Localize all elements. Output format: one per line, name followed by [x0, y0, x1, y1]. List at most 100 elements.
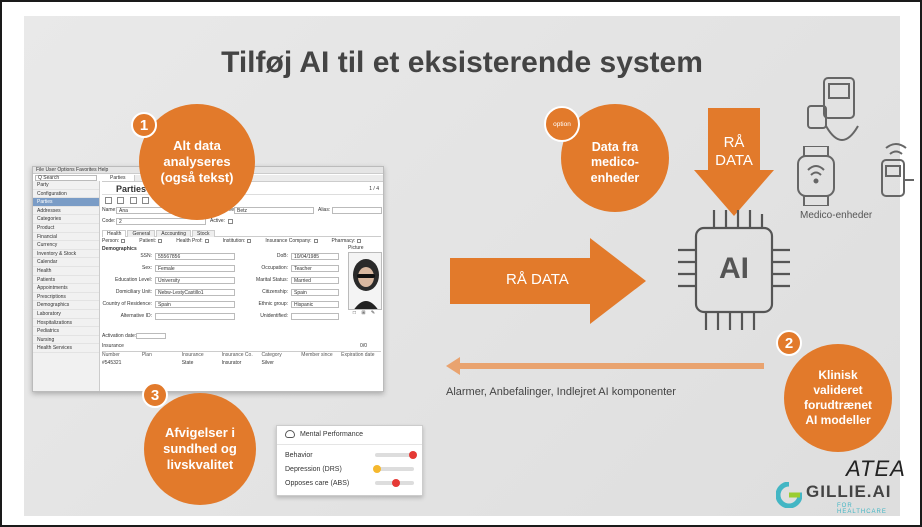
- code-label: Code:: [102, 218, 116, 224]
- sidebar-item[interactable]: Health: [33, 267, 99, 276]
- party-type-checkbox[interactable]: [357, 238, 362, 243]
- badge-1: 1: [131, 112, 157, 138]
- demographics-field[interactable]: Female: [155, 265, 235, 272]
- badge-2: 2: [776, 330, 802, 356]
- alias-label: Alias:: [318, 207, 331, 213]
- activation-field[interactable]: [136, 333, 166, 339]
- sidebar-item[interactable]: Product: [33, 224, 99, 233]
- demographics-row: DoB:10/04/1985: [244, 253, 344, 262]
- toolbar-save-icon[interactable]: [117, 197, 125, 204]
- sidebar-item[interactable]: Health Services: [33, 344, 99, 353]
- patient-photo: [348, 252, 382, 310]
- demographics-field[interactable]: [155, 313, 235, 320]
- demographics-field[interactable]: 10/04/1985: [291, 253, 339, 260]
- insurance-cell: [142, 360, 182, 368]
- insurance-column-header: Insurance: [181, 352, 204, 358]
- demographics-row: Alternative ID:: [102, 313, 242, 322]
- party-type-checkbox[interactable]: [121, 238, 126, 243]
- mental-performance-level: [372, 465, 381, 473]
- demographics-field[interactable]: Nebw-LestyCastillo1: [155, 289, 235, 296]
- picture-controls[interactable]: □ ⊞ ✎: [352, 310, 378, 316]
- toolbar-new-icon[interactable]: [105, 197, 112, 204]
- demographics-field[interactable]: [291, 313, 339, 320]
- sidebar-item[interactable]: Configuration: [33, 190, 99, 199]
- demographics-row: Domiciliary Unit:Nebw-LestyCastillo1: [102, 289, 242, 298]
- sidebar-item[interactable]: Pediatrics: [33, 327, 99, 336]
- mental-performance-level: [392, 479, 401, 487]
- demographics-field[interactable]: 55567856: [155, 253, 235, 260]
- app-tab-parties[interactable]: Parties: [102, 175, 135, 181]
- party-type-checkbox[interactable]: [313, 238, 318, 243]
- sidebar-item[interactable]: Laboratory: [33, 310, 99, 319]
- form-tab[interactable]: Health: [102, 230, 127, 237]
- gillie-logo-mark: [776, 482, 802, 508]
- sidebar-item[interactable]: Patients: [33, 276, 99, 285]
- demographics-label: Occupation:: [261, 265, 288, 271]
- active-label: Active:: [210, 218, 226, 224]
- brain-icon: [285, 430, 295, 438]
- ai-chip-label: AI: [719, 252, 749, 285]
- demographics-field[interactable]: Spain: [291, 289, 339, 296]
- demographics-row: Education Level:University: [102, 277, 242, 286]
- sidebar-item[interactable]: Hospitalizations: [33, 319, 99, 328]
- sidebar-item[interactable]: Addresses: [33, 207, 99, 216]
- form-tab[interactable]: Stock: [192, 230, 215, 237]
- demographics-label: Country of Residence:: [102, 301, 152, 307]
- demographics-label: Citizenship:: [262, 289, 288, 295]
- code-field[interactable]: 2: [116, 218, 206, 225]
- insurance-column-header: Expiration date: [341, 352, 375, 358]
- mental-performance-bar: [375, 479, 414, 487]
- demographics-row: Sex:Female: [102, 265, 242, 274]
- sidebar-item[interactable]: Inventory & Stock: [33, 250, 99, 259]
- party-type-checkbox[interactable]: [158, 238, 163, 243]
- sidebar-item[interactable]: Nursing: [33, 336, 99, 345]
- smart-lock-icon: [881, 143, 914, 197]
- name-label: Name:: [102, 207, 117, 213]
- party-type-checkbox[interactable]: [247, 238, 252, 243]
- ai-chip-icon: [678, 210, 790, 330]
- sidebar-item[interactable]: Appointments: [33, 284, 99, 293]
- sidebar-item[interactable]: Parties: [33, 198, 99, 207]
- sidebar-item[interactable]: Prescriptions: [33, 293, 99, 302]
- demographics-field[interactable]: University: [155, 277, 235, 284]
- demographics-label: Sex:: [141, 265, 152, 271]
- active-checkbox[interactable]: [228, 219, 233, 224]
- form-tab[interactable]: Accounting: [156, 230, 191, 237]
- insurance-cell: Insurator: [221, 360, 242, 366]
- demographics-label: SSN:: [140, 253, 152, 259]
- sidebar-item[interactable]: Categories: [33, 215, 99, 224]
- demographics-field[interactable]: Spain: [155, 301, 235, 308]
- demographics-field[interactable]: Hispanic: [291, 301, 339, 308]
- sidebar-item[interactable]: Demographics: [33, 301, 99, 310]
- demographics-field[interactable]: Married: [291, 277, 339, 284]
- party-type-label: Person:: [102, 238, 120, 244]
- toolbar-reload-icon[interactable]: [142, 197, 150, 204]
- demographics-row: Citizenship:Spain: [244, 289, 344, 298]
- demographics-row: Ethnic group:Hispanic: [244, 301, 344, 310]
- lastname-field[interactable]: Betz: [234, 207, 314, 214]
- insurance-header: Insurance 0/0: [102, 343, 381, 352]
- alias-field[interactable]: [332, 207, 382, 214]
- app-search-input[interactable]: Q Search: [35, 175, 97, 181]
- raw-data-right-arrow: [450, 238, 646, 324]
- sidebar-item[interactable]: Calendar: [33, 258, 99, 267]
- app-record-count: 1 / 4: [369, 186, 379, 192]
- party-type-checkbox[interactable]: [204, 238, 209, 243]
- sidebar-item[interactable]: Party: [33, 181, 99, 190]
- form-tab[interactable]: General: [127, 230, 156, 237]
- sidebar-item[interactable]: Currency: [33, 241, 99, 250]
- sidebar-item[interactable]: Financial: [33, 233, 99, 242]
- insurance-column-header: Plan: [141, 352, 152, 358]
- insurance-pager[interactable]: 0/0: [360, 343, 367, 349]
- clinical-models-text: Klinisk valideret forudtrænet AI modelle…: [804, 368, 872, 427]
- demographics-label: Marital Status:: [256, 277, 288, 283]
- demographics-field[interactable]: Teacher: [291, 265, 339, 272]
- toolbar-switch-icon[interactable]: [129, 197, 137, 204]
- glucose-meter-icon: [807, 77, 859, 141]
- party-type-label: Institution:: [222, 238, 246, 244]
